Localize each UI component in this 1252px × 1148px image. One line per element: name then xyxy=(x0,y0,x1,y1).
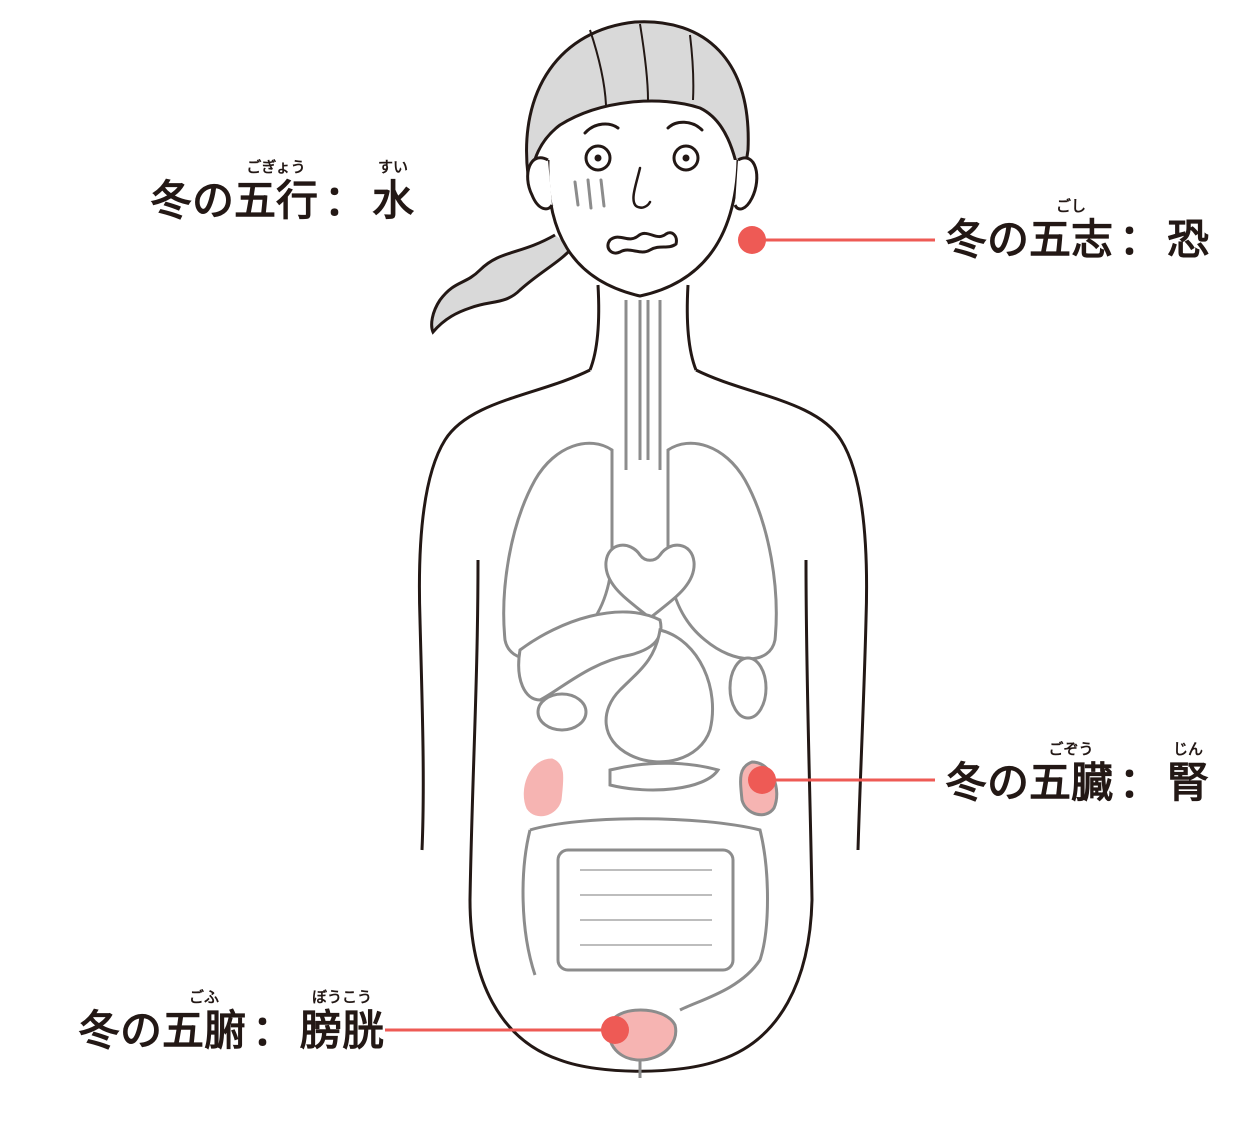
category-text: ごぞう五臓 xyxy=(1029,740,1114,807)
value-text: じん腎 xyxy=(1167,740,1210,807)
value-text: 恐 xyxy=(1167,215,1210,264)
season-text: 冬の xyxy=(78,1006,163,1055)
heart xyxy=(604,543,696,620)
stomach xyxy=(604,628,715,764)
left-kidney xyxy=(523,758,564,817)
separator: ： xyxy=(1119,215,1162,264)
value-text: すい水 xyxy=(372,158,415,225)
bowel-pointer-dot xyxy=(601,1016,629,1044)
trachea xyxy=(624,300,662,470)
category-text: ごぎょう五行 xyxy=(234,158,319,225)
organs xyxy=(502,300,779,1078)
right-lung xyxy=(666,441,778,661)
pointer-lines xyxy=(385,238,935,1032)
pointer-dots xyxy=(601,226,776,1044)
ponytail xyxy=(430,233,574,335)
emotion-pointer-dot xyxy=(738,226,766,254)
season-text: 冬の xyxy=(945,758,1030,807)
five-elements-label: 冬の ごぎょう五行 ： すい水 xyxy=(150,158,415,225)
face xyxy=(546,159,740,298)
large-intestine xyxy=(521,817,769,1012)
season-text: 冬の xyxy=(945,215,1030,264)
separator: ： xyxy=(324,176,367,225)
five-organs-label: 冬の ごぞう五臓 ： じん腎 xyxy=(945,740,1210,807)
category-text: ごし五志 xyxy=(1029,197,1114,264)
body-outline xyxy=(417,284,869,1073)
five-emotions-label: 冬の ごし五志 ： 恐 xyxy=(945,197,1210,264)
small-intestine xyxy=(556,848,735,972)
liver xyxy=(517,610,663,702)
five-bowels-label: 冬の ごふ五腑 ： ぼうこう膀胱 xyxy=(78,988,385,1055)
mouth xyxy=(606,231,678,255)
value-text: ぼうこう膀胱 xyxy=(300,988,385,1055)
category-text: ごふ五腑 xyxy=(162,988,247,1055)
separator: ： xyxy=(252,1006,295,1055)
separator: ： xyxy=(1119,758,1162,807)
organ-pointer-dot xyxy=(748,766,776,794)
season-text: 冬の xyxy=(150,176,235,225)
